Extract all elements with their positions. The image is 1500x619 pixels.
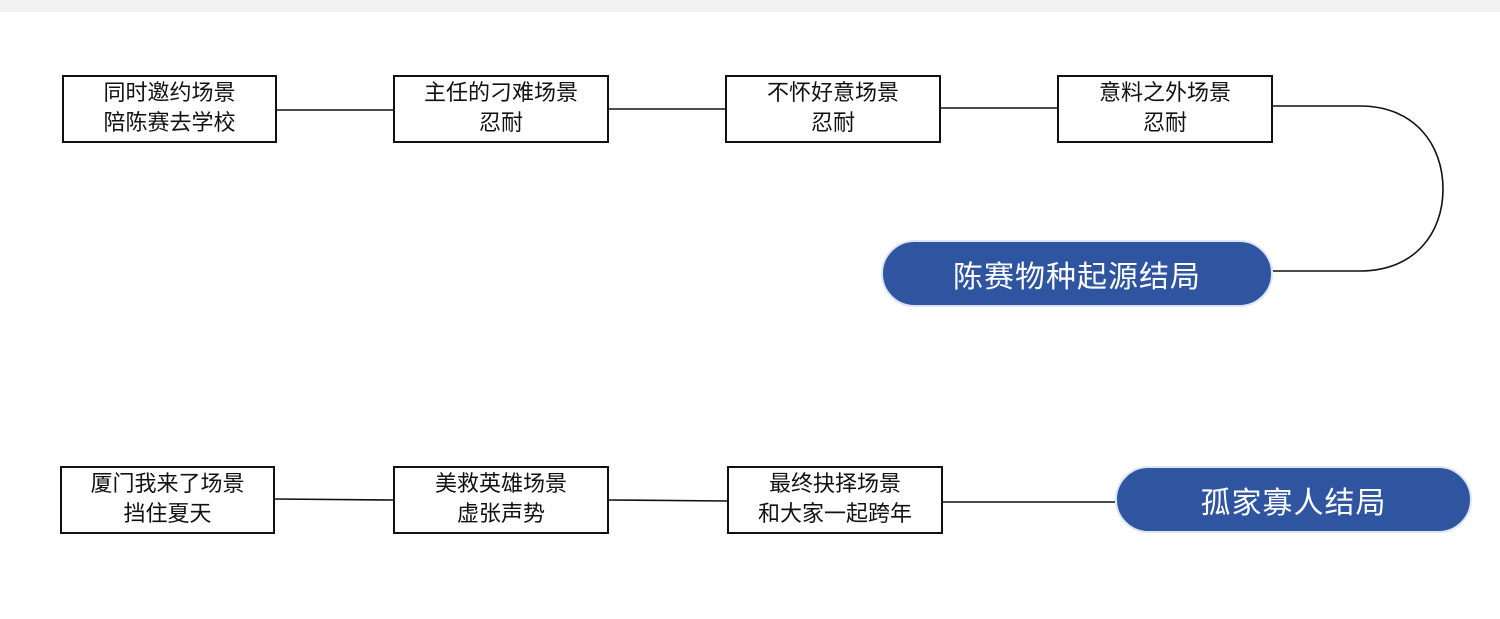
step-title: 美救英雄场景 bbox=[434, 472, 567, 497]
step-title: 同时邀约场景 bbox=[103, 81, 236, 106]
route-b-step-1: 厦门我来了场景 挡住夏天 bbox=[60, 466, 275, 534]
route-a-step-4: 意料之外场景 忍耐 bbox=[1057, 75, 1273, 143]
step-choice: 陪陈赛去学校 bbox=[103, 111, 236, 136]
step-choice: 忍耐 bbox=[810, 111, 855, 136]
route-a-step-3: 不怀好意场景 忍耐 bbox=[725, 75, 941, 143]
step-title: 厦门我来了场景 bbox=[90, 472, 245, 497]
connector-b2-b3 bbox=[608, 499, 728, 502]
step-choice: 忍耐 bbox=[478, 111, 523, 136]
step-title: 主任的刁难场景 bbox=[423, 81, 578, 106]
route-b-step-3: 最终抉择场景 和大家一起跨年 bbox=[727, 466, 943, 534]
route-b-ending: 孤家寡人结局 bbox=[1115, 466, 1472, 533]
window-top-strip bbox=[0, 0, 1500, 12]
route-a-step-2: 主任的刁难场景 忍耐 bbox=[393, 75, 609, 143]
step-title: 不怀好意场景 bbox=[766, 81, 899, 106]
step-choice: 和大家一起跨年 bbox=[757, 502, 912, 527]
connector-b1-b2 bbox=[274, 498, 394, 501]
step-title: 最终抉择场景 bbox=[768, 472, 901, 497]
connector-a4-ending-curve bbox=[1273, 105, 1444, 272]
step-choice: 虚张声势 bbox=[456, 502, 545, 527]
step-title: 意料之外场景 bbox=[1098, 81, 1231, 106]
route-a-ending: 陈赛物种起源结局 bbox=[881, 240, 1273, 307]
step-choice: 忍耐 bbox=[1142, 111, 1187, 136]
route-a-step-1: 同时邀约场景 陪陈赛去学校 bbox=[62, 75, 277, 143]
step-choice: 挡住夏天 bbox=[123, 502, 212, 527]
route-b-step-2: 美救英雄场景 虚张声势 bbox=[393, 466, 609, 534]
